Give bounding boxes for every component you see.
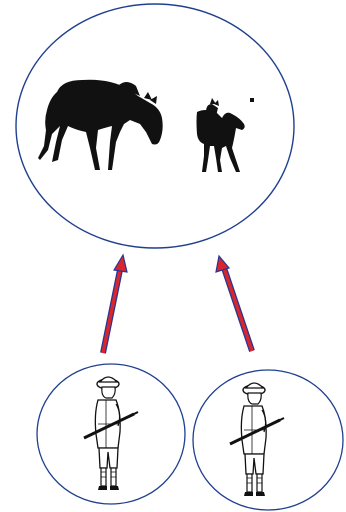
right-arrow	[216, 256, 252, 351]
speck-mark	[250, 98, 254, 102]
bottom-right-circle	[193, 370, 343, 510]
left-arrow	[103, 255, 127, 353]
